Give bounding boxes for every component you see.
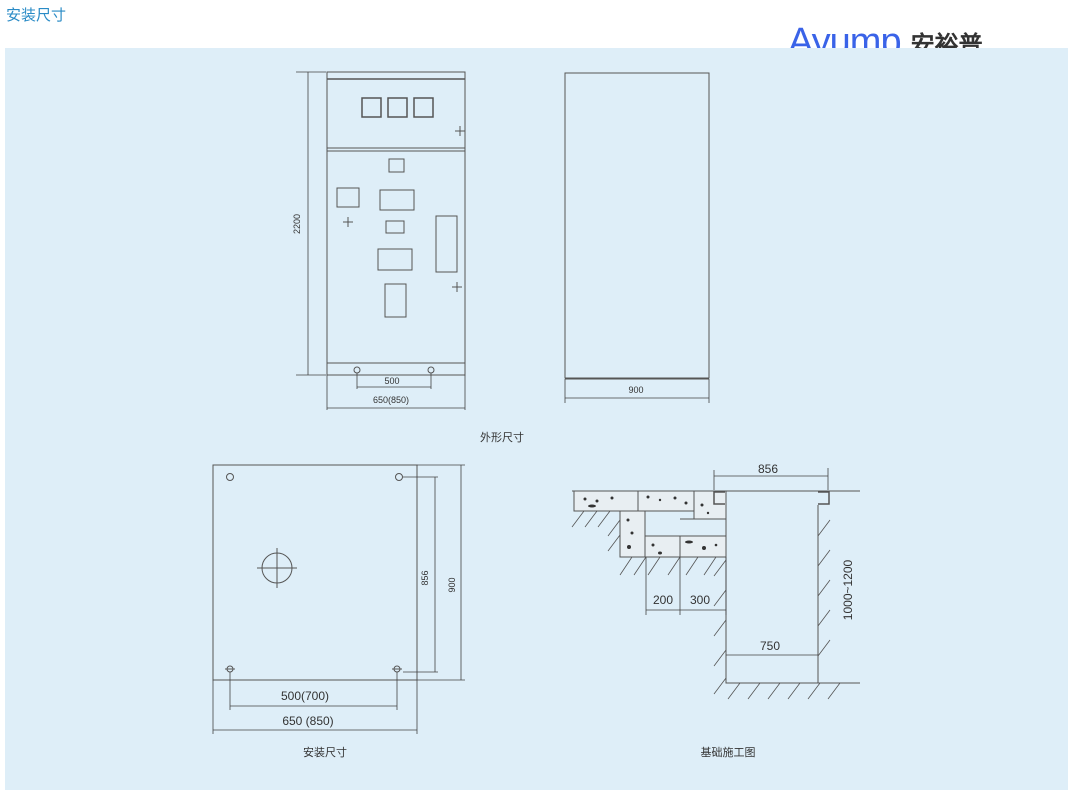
foundation-caption: 基础施工图 xyxy=(701,746,756,759)
foundation-drawing: 856 200 300 750 1000~1200 基础施工图 xyxy=(571,462,860,759)
front-view: 2200 500 650(850) xyxy=(292,71,466,410)
plan-width-dim: 650 (850) xyxy=(282,714,333,728)
plan-hole-depth-dim: 856 xyxy=(420,570,430,585)
drawing-panel xyxy=(5,48,1068,790)
foundation-span-dim: 856 xyxy=(758,462,778,476)
side-depth-dim: 900 xyxy=(628,385,643,395)
page-title: 安装尺寸 xyxy=(6,6,67,24)
plan-caption: 安装尺寸 xyxy=(303,745,347,759)
foundation-200-dim: 200 xyxy=(653,593,673,607)
plan-depth-dim: 900 xyxy=(447,577,457,592)
plan-view: 856 900 500(700) 650 (850) 安装尺寸 xyxy=(212,464,465,759)
front-hole-dim: 500 xyxy=(384,376,399,386)
outline-caption: 外形尺寸 xyxy=(480,430,524,444)
trench-width-dim: 750 xyxy=(760,639,780,653)
front-width-dim: 650(850) xyxy=(373,395,409,405)
foundation-300-dim: 300 xyxy=(690,593,710,607)
side-view: 900 xyxy=(564,72,710,403)
front-height-dim: 2200 xyxy=(292,214,302,234)
trench-depth-dim: 1000~1200 xyxy=(841,559,855,620)
plan-hole-width-dim: 500(700) xyxy=(281,689,329,703)
